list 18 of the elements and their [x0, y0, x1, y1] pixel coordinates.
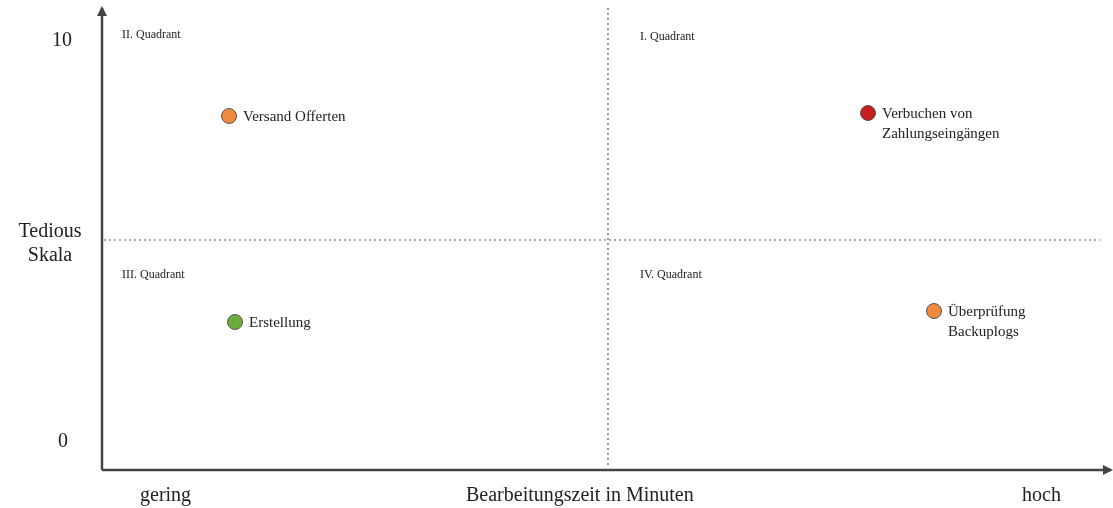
- axis-end-label: hoch: [1022, 482, 1061, 506]
- data-point: [221, 108, 237, 124]
- axis-tick-label: 10: [52, 27, 72, 51]
- data-point: [860, 105, 876, 121]
- quadrant-label: III. Quadrant: [122, 266, 185, 283]
- point-label: Versand Offerten: [243, 107, 347, 126]
- point-label: Erstellung: [249, 313, 312, 332]
- quadrant-label: I. Quadrant: [640, 28, 695, 45]
- quadrant-label: IV. Quadrant: [640, 266, 702, 283]
- axis-title: Bearbeitungszeit in Minuten: [466, 482, 694, 506]
- axis-tick-label: 0: [58, 428, 68, 452]
- point-label: Verbuchen von Zahlungseingängen: [882, 104, 1001, 143]
- quadrant-label: II. Quadrant: [122, 26, 181, 43]
- axis-end-label: gering: [140, 482, 192, 506]
- point-label: Überprüfung Backuplogs: [948, 302, 1027, 341]
- data-point: [227, 314, 243, 330]
- axis-title: Tedious Skala: [17, 218, 83, 266]
- data-point: [926, 303, 942, 319]
